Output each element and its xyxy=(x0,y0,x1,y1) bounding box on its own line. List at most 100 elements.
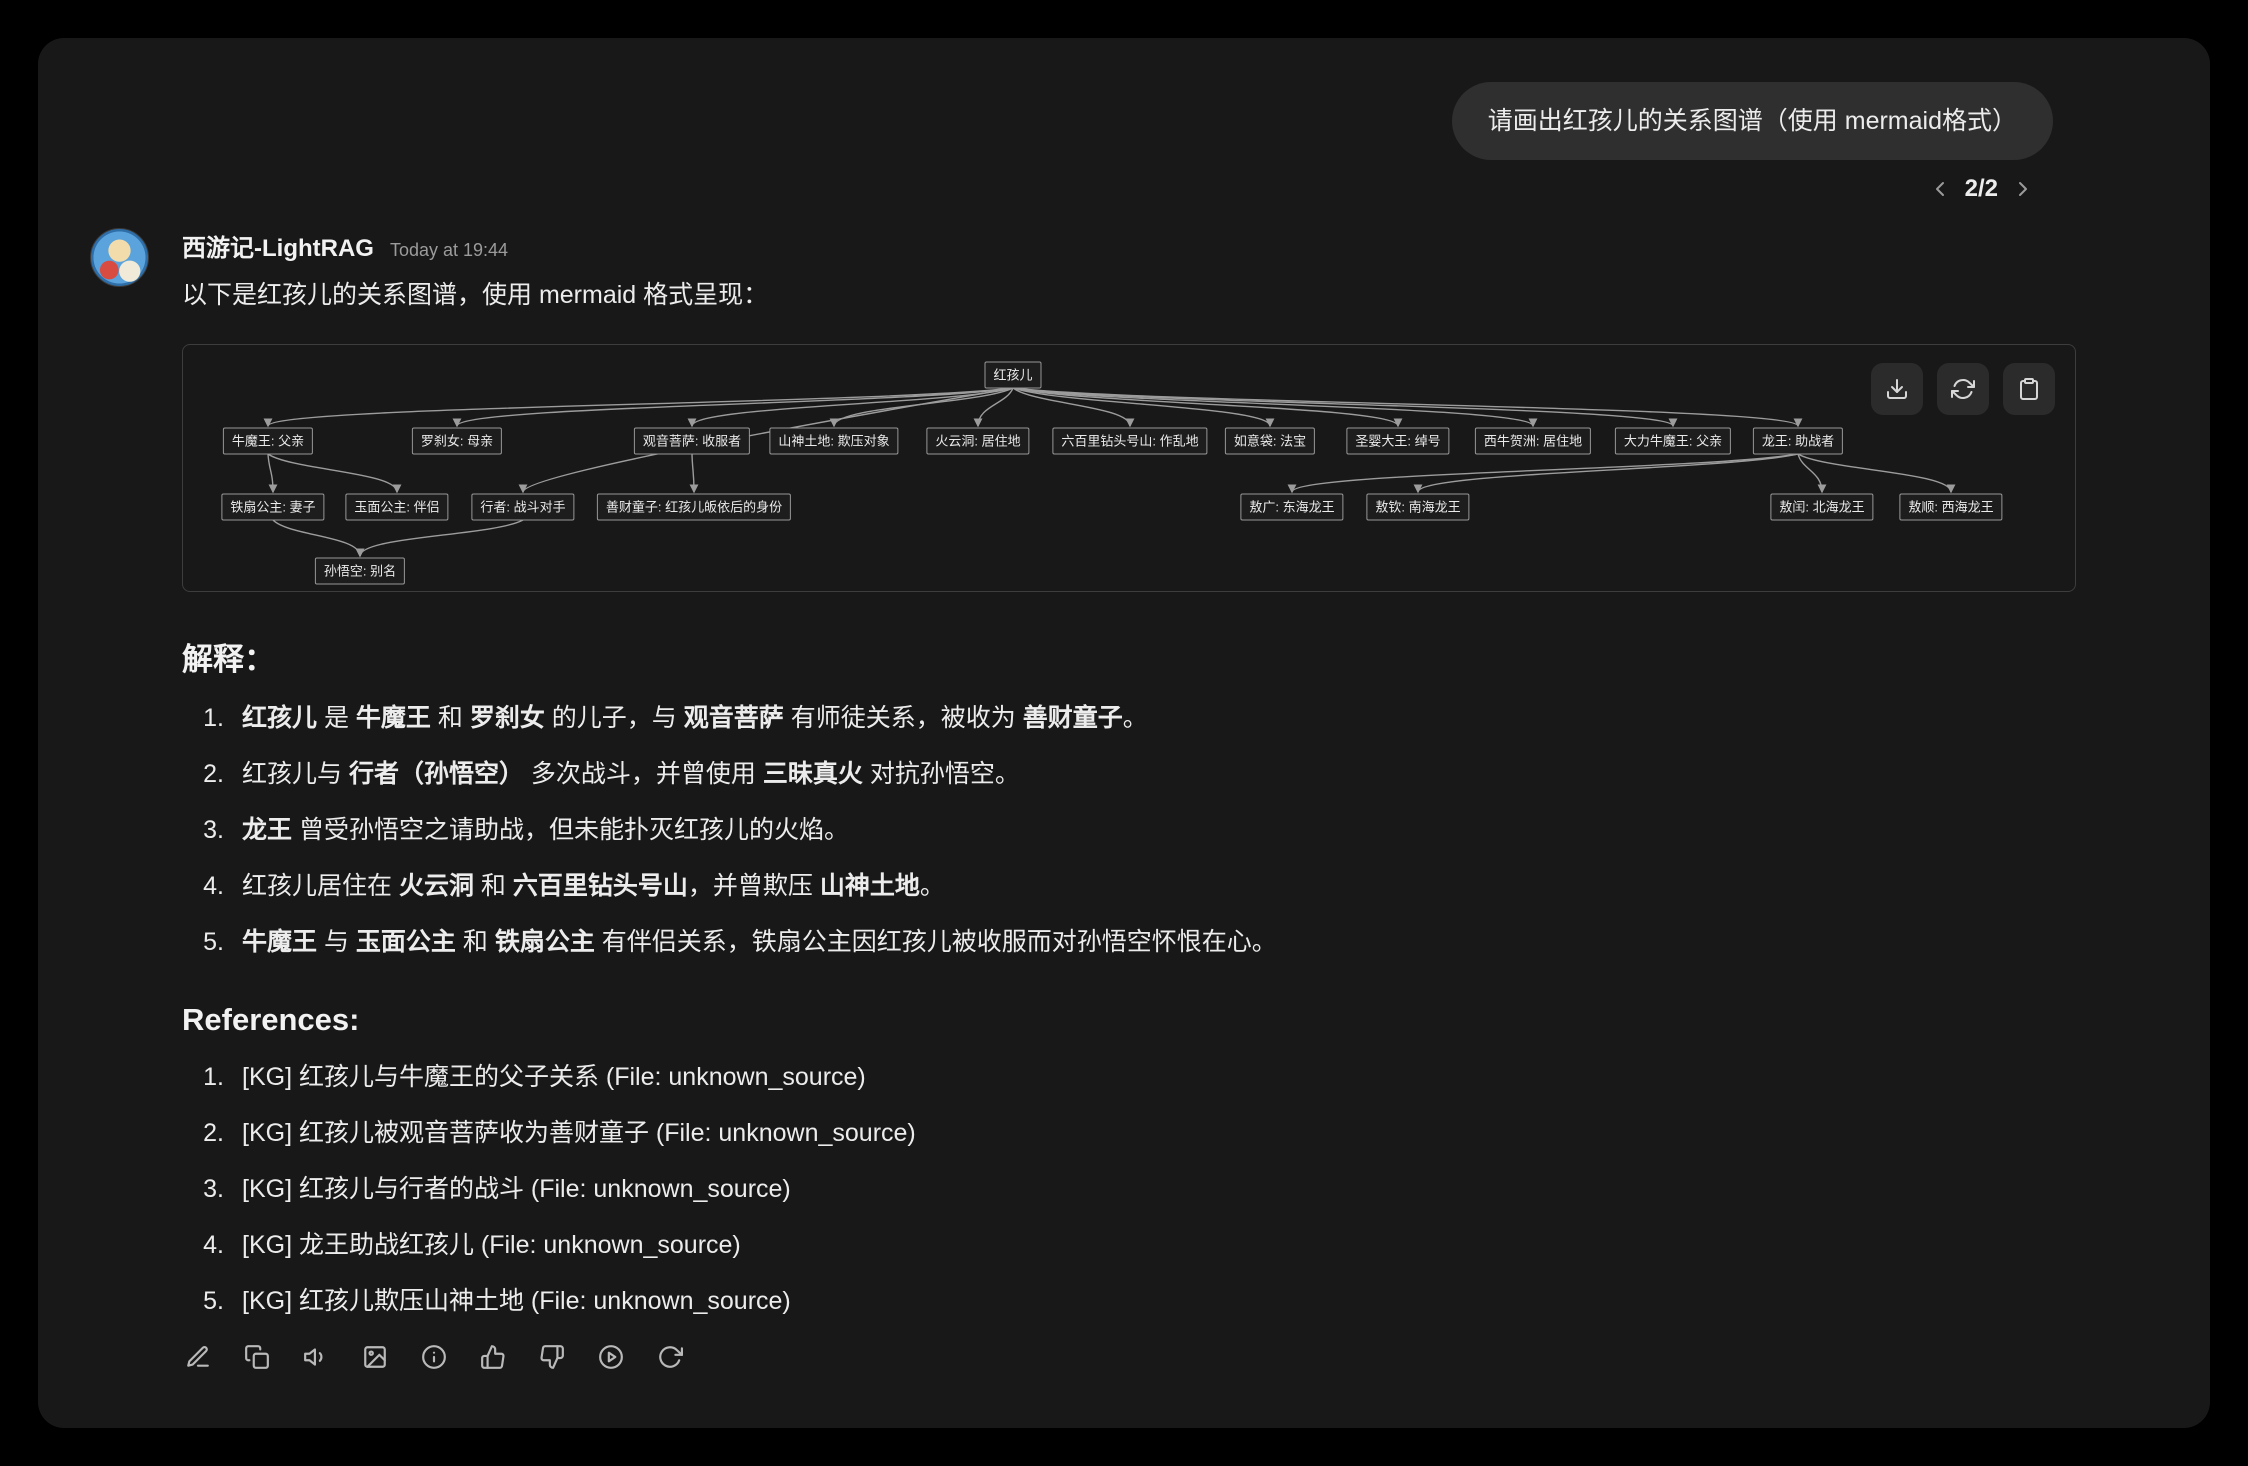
diagram-edge xyxy=(263,387,1014,428)
explanation-item-text: 牛魔王 与 玉面公主 和 铁扇公主 有伴侣关系，铁扇公主因红孩儿被收服而对孙悟空… xyxy=(242,928,1277,956)
diagram-node-hhr: 红孩儿 xyxy=(984,361,1042,389)
thumbs-up-button[interactable] xyxy=(479,1343,506,1370)
list-number: 4. xyxy=(203,872,224,900)
diagram-node-sstd: 山神土地: 欺压对象 xyxy=(769,427,899,455)
diagram-clipboard-button[interactable] xyxy=(2003,363,2055,415)
diagram-node-hyd: 火云洞: 居住地 xyxy=(926,427,1030,455)
diagram-edge xyxy=(1413,453,1799,494)
chevron-right-icon xyxy=(2019,182,2027,196)
bot-name[interactable]: 西游记-LightRAG xyxy=(182,235,374,262)
message-pagination: 2/2 xyxy=(90,172,2036,206)
diagram-node-ag: 敖广: 东海龙王 xyxy=(1240,493,1344,521)
next-page-button[interactable] xyxy=(2010,176,2036,202)
download-icon xyxy=(1887,379,1907,399)
reference-item-4: 4.[KG] 龙王助战红孩儿 (File: unknown_source) xyxy=(182,1228,2076,1263)
speaker-icon xyxy=(303,1347,322,1366)
assistant-message: 西游记-LightRAG Today at 19:44 以下是红孩儿的关系图谱，… xyxy=(90,228,2076,1370)
diagram-edge xyxy=(272,519,365,558)
info-button[interactable] xyxy=(420,1343,447,1370)
play-button[interactable] xyxy=(597,1343,624,1370)
diagram-node-dlnmw: 大力牛魔王: 父亲 xyxy=(1614,427,1732,455)
diagram-node-sctz: 善财童子: 红孩儿皈依后的身份 xyxy=(596,493,792,521)
diagram-edge xyxy=(267,453,278,494)
reference-item-text: [KG] 红孩儿欺压山神土地 (File: unknown_source) xyxy=(242,1287,791,1315)
explanation-item-4: 4. 红孩儿居住在 火云洞 和 六百里钻头号山，并曾欺压 山神土地。 xyxy=(182,869,2076,904)
diagram-edge xyxy=(1797,453,1956,494)
diagram-edge xyxy=(1012,387,1678,428)
list-number: 1. xyxy=(203,704,224,732)
list-number: 3. xyxy=(203,1175,224,1203)
clipboard-icon xyxy=(2020,378,2038,400)
diagram-node-lcn: 罗刹女: 母亲 xyxy=(411,427,503,455)
explanation-list: 1. 红孩儿 是 牛魔王 和 罗刹女 的儿子，与 观音菩萨 有师徒关系，被收为 善… xyxy=(182,701,2076,960)
explanation-item-1: 1. 红孩儿 是 牛魔王 和 罗刹女 的儿子，与 观音菩萨 有师徒关系，被收为 善… xyxy=(182,701,2076,736)
diagram-edge xyxy=(1012,387,1803,428)
reference-item-5: 5. [KG] 红孩儿欺压山神土地 (File: unknown_source) xyxy=(182,1284,2076,1319)
play-icon xyxy=(598,1344,623,1369)
list-number: 2. xyxy=(203,760,224,788)
assistant-message-header: 西游记-LightRAG Today at 19:44 xyxy=(182,228,2076,262)
explanation-item-text: 红孩儿 是 牛魔王 和 罗刹女 的儿子，与 观音菩萨 有师徒关系，被收为 善财童… xyxy=(242,704,1148,732)
prev-page-button[interactable] xyxy=(1927,176,1953,202)
explanation-item-text: 红孩儿与 行者（孙悟空） 多次战斗，并曾使用 三昧真火 对抗孙悟空。 xyxy=(242,760,1020,788)
info-icon xyxy=(421,1344,446,1369)
user-message-row: 请画出红孩儿的关系图谱（使用 mermaid格式） xyxy=(90,82,2076,160)
explanation-item-3: 3. 龙王 曾受孙悟空之请助战，但未能扑灭红孩儿的火焰。 xyxy=(182,813,2076,848)
speaker-button[interactable] xyxy=(302,1343,329,1370)
edit-button[interactable] xyxy=(184,1343,211,1370)
diagram-node-gyps: 观音菩萨: 收服者 xyxy=(633,427,751,455)
explanation-item-5: 5. 牛魔王 与 玉面公主 和 铁扇公主 有伴侣关系，铁扇公主因红孩儿被收服而对孙… xyxy=(182,925,2076,960)
diagram-node-as: 敖顺: 西海龙王 xyxy=(1899,493,2003,521)
list-number: 3. xyxy=(203,816,224,844)
image-icon xyxy=(363,1345,386,1368)
thumbs-up-icon xyxy=(480,1344,505,1369)
diagram-download-button[interactable] xyxy=(1871,363,1923,415)
diagram-edge xyxy=(1012,387,1135,428)
explanation-item-text: 红孩儿居住在 火云洞 和 六百里钻头号山，并曾欺压 山神土地。 xyxy=(242,872,945,900)
diagram-edge xyxy=(452,387,1014,428)
regenerate-icon xyxy=(658,1345,683,1368)
message-actions xyxy=(182,1343,2076,1370)
thumbs-down-icon xyxy=(539,1344,564,1369)
diagram-node-ryd: 如意袋: 法宝 xyxy=(1224,427,1316,455)
references-list: 1. [KG] 红孩儿与牛魔王的父子关系 (File: unknown_sourc… xyxy=(182,1060,2076,1319)
bot-avatar[interactable] xyxy=(90,228,149,287)
reference-item-text: [KG] 红孩儿与行者的战斗 (File: unknown_source) xyxy=(242,1175,791,1203)
page-indicator: 2/2 xyxy=(1964,175,1998,202)
reference-item-text: [KG] 龙王助战红孩儿 (File: unknown_source) xyxy=(242,1231,741,1259)
reference-item-2: 2. [KG] 红孩儿被观音菩萨收为善财童子 (File: unknown_sou… xyxy=(182,1116,2076,1151)
diagram-node-nmw: 牛魔王: 父亲 xyxy=(222,427,314,455)
edit-icon xyxy=(186,1345,209,1367)
list-number: 1. xyxy=(203,1063,224,1091)
list-number: 5. xyxy=(203,928,224,956)
diagram-edge xyxy=(973,387,1014,428)
thumbs-down-button[interactable] xyxy=(538,1343,565,1370)
diagram-node-lbl: 六百里钻头号山: 作乱地 xyxy=(1052,427,1208,455)
references-heading: References: xyxy=(182,1002,360,1037)
explanation-heading: 解释： xyxy=(182,642,275,677)
diagram-edge xyxy=(1012,387,1538,428)
reference-item-text: [KG] 红孩儿与牛魔王的父子关系 (File: unknown_source) xyxy=(242,1063,866,1091)
copy-button[interactable] xyxy=(243,1343,270,1370)
diagram-refresh-button[interactable] xyxy=(1937,363,1989,415)
reference-item-1: 1. [KG] 红孩儿与牛魔王的父子关系 (File: unknown_sourc… xyxy=(182,1060,2076,1095)
list-number: 5. xyxy=(203,1287,224,1315)
user-message-bubble: 请画出红孩儿的关系图谱（使用 mermaid格式） xyxy=(1451,82,2053,160)
diagram-edge xyxy=(689,453,699,494)
explanation-item-text: 龙王 曾受孙悟空之请助战，但未能扑灭红孩儿的火焰。 xyxy=(242,816,849,844)
diagram-node-sydw: 圣婴大王: 绰号 xyxy=(1346,427,1450,455)
image-button[interactable] xyxy=(361,1343,388,1370)
diagram-edge xyxy=(267,453,402,494)
diagram-node-lw: 龙王: 助战者 xyxy=(1752,427,1844,455)
diagram-edge xyxy=(355,519,524,558)
list-number: 2. xyxy=(203,1119,224,1147)
refresh-icon xyxy=(1951,379,1975,399)
copy-icon xyxy=(244,1344,269,1369)
reference-item-text: [KG] 红孩儿被观音菩萨收为善财童子 (File: unknown_sourc… xyxy=(242,1119,916,1147)
regenerate-button[interactable] xyxy=(656,1343,683,1370)
diagram-node-ar: 敖闰: 北海龙王 xyxy=(1770,493,1874,521)
message-timestamp: Today at 19:44 xyxy=(389,240,509,260)
diagram-toolbar xyxy=(1871,363,2055,415)
diagram-edges xyxy=(263,387,1956,558)
diagram-node-aq: 敖钦: 南海龙王 xyxy=(1366,493,1470,521)
